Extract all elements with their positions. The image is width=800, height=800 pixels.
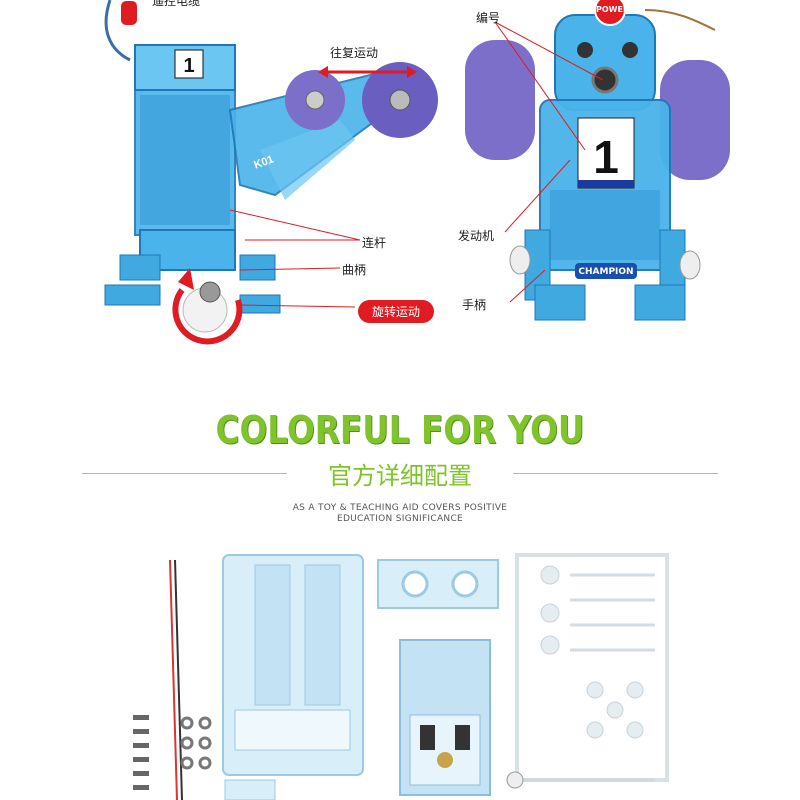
section-headline: COLORFUL FOR YOU <box>215 408 585 452</box>
tagline-line-2: EDUCATION SIGNIFICANCE <box>336 514 464 524</box>
handle-label: 手柄 <box>462 298 487 312</box>
side-number-plate: 1 <box>183 55 194 77</box>
number-label: 编号 <box>476 11 501 25</box>
cable-label: 遥控电缆 <box>152 0 201 8</box>
reciprocating-motion-label: 往复运动 <box>330 46 379 60</box>
champion-badge: CHAMPION <box>578 267 634 277</box>
robot-front-illustration: 1 <box>465 0 730 321</box>
motor-label: 发动机 <box>458 229 495 243</box>
front-number-plate: 1 <box>593 131 619 183</box>
section-subtitle-cn: 官方详细配置 <box>328 462 472 490</box>
power-badge: POWER <box>596 5 630 14</box>
parts-kit-illustration <box>133 553 669 800</box>
divider-right <box>513 473 718 474</box>
connecting-rod-label: 连杆 <box>362 236 387 250</box>
robot-side-illustration: 1 K01 <box>104 0 438 345</box>
divider-left <box>82 473 287 474</box>
rotation-motion-badge: 旋转运动 <box>358 300 435 323</box>
tagline-line-1: AS A TOY & TEACHING AID COVERS POSITIVE <box>292 503 508 513</box>
crank-label: 曲柄 <box>342 263 367 277</box>
